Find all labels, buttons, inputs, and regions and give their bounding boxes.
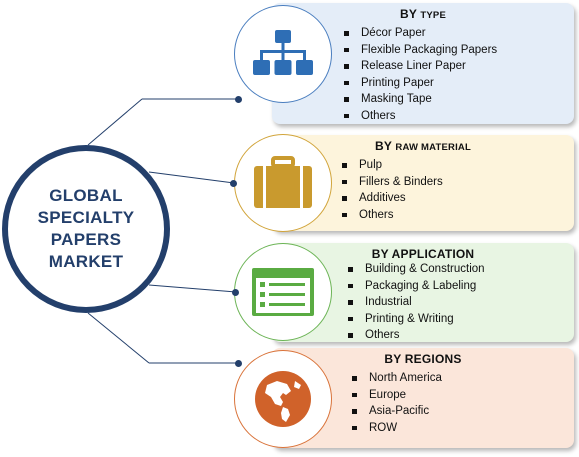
list-item: Printing & Writing [348, 311, 485, 328]
connector-raw [148, 171, 235, 184]
hierarchy-icon [253, 30, 313, 75]
list-item: Asia-Pacific [352, 403, 442, 420]
card-regions-heading: BY REGIONS [384, 352, 462, 366]
connector-dot [230, 180, 237, 187]
list-item: Others [348, 327, 485, 344]
connector-reg [87, 312, 150, 364]
list-item: Others [344, 108, 497, 125]
list-item: Flexible Packaging Papers [344, 42, 497, 59]
icon-circle-type [234, 5, 332, 103]
list-item: ROW [352, 420, 442, 437]
list-item: Release Liner Paper [344, 58, 497, 75]
form-list-icon [252, 268, 314, 316]
list-item: Décor Paper [344, 25, 497, 42]
icon-circle-raw [234, 134, 332, 232]
connector-dot [235, 96, 242, 103]
connector-dot [235, 360, 242, 367]
list-item: North America [352, 370, 442, 387]
center-title: GLOBAL SPECIALTY PAPERS MARKET [37, 186, 135, 271]
list-item: Europe [352, 387, 442, 404]
globe-icon [255, 371, 311, 427]
list-item: Additives [342, 190, 443, 207]
list-item: Packaging & Labeling [348, 278, 485, 295]
list-item: Others [342, 207, 443, 224]
card-raw-material-heading: BY RAW MATERIAL [375, 139, 471, 153]
list-item: Building & Construction [348, 261, 485, 278]
list-item: Industrial [348, 294, 485, 311]
list-item: Fillers & Binders [342, 174, 443, 191]
connector-type [87, 98, 143, 146]
icon-circle-application [234, 243, 332, 341]
briefcase-icon [254, 156, 312, 208]
list-item: Pulp [342, 157, 443, 174]
connector-dot [232, 289, 239, 296]
list-item: Printing Paper [344, 75, 497, 92]
center-circle: GLOBAL SPECIALTY PAPERS MARKET [2, 145, 170, 313]
list-item: Masking Tape [344, 91, 497, 108]
icon-circle-regions [234, 350, 332, 448]
card-type-heading: BY TYPE [399, 7, 446, 21]
card-application-heading: BY APPLICATION [371, 247, 475, 261]
connector-app [148, 284, 237, 293]
